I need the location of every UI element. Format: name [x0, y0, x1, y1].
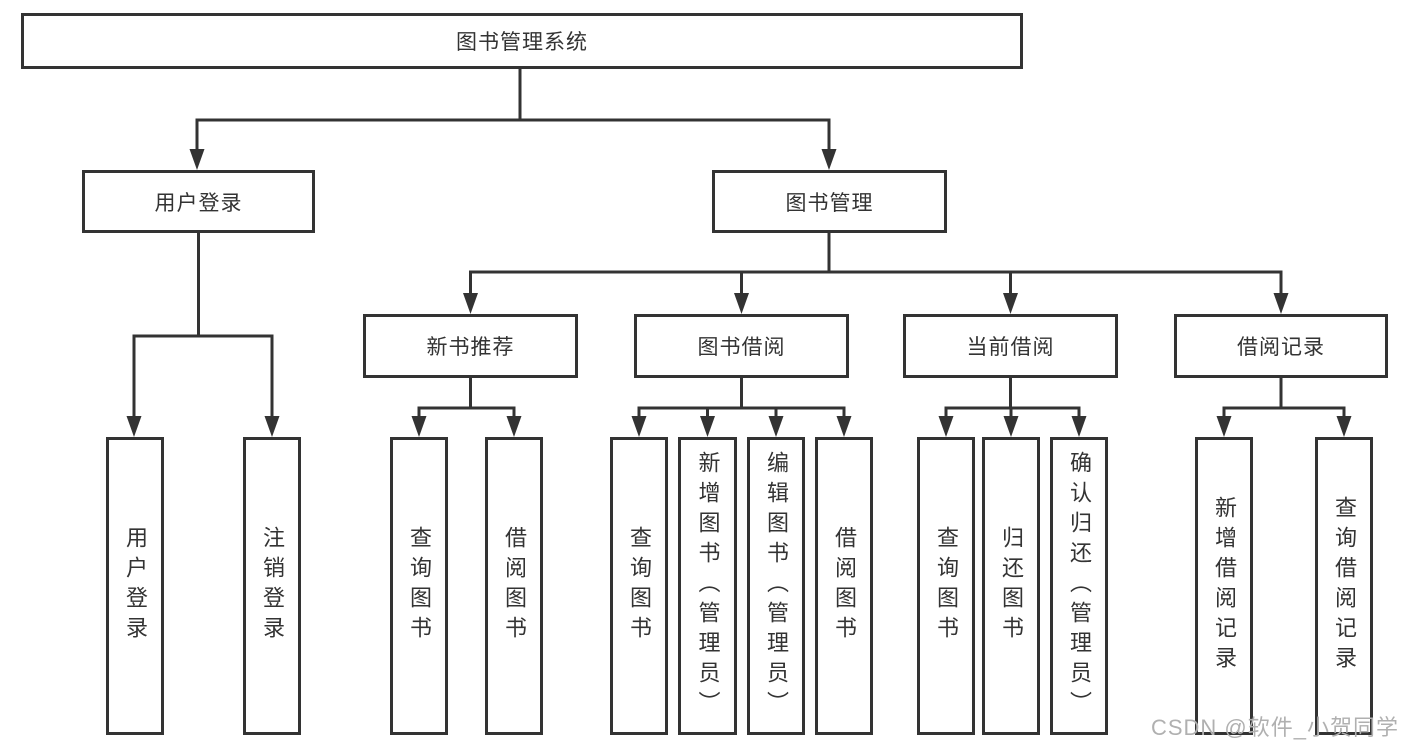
tree-edges [132, 67, 1346, 421]
node-leaf-return-books: 归还图书 [982, 437, 1040, 735]
node-leaf-edit-books-admin: 编辑图书（管理员） [747, 437, 805, 735]
node-borrow-records: 借阅记录 [1174, 314, 1388, 378]
node-current-borrowing: 当前借阅 [903, 314, 1118, 378]
node-leaf-add-borrow-record: 新增借阅记录 [1195, 437, 1253, 735]
csdn-watermark: CSDN @软件_小贺同学 [1150, 715, 1399, 740]
node-user-login: 用户登录 [82, 170, 315, 233]
node-new-book-recommend: 新书推荐 [363, 314, 578, 378]
node-leaf-recommend-borrow-books: 借阅图书 [485, 437, 543, 735]
node-book-management: 图书管理 [712, 170, 947, 233]
node-leaf-current-query-books: 查询图书 [917, 437, 975, 735]
node-library-system: 图书管理系统 [21, 13, 1023, 69]
node-leaf-borrowing-query-books: 查询图书 [610, 437, 668, 735]
node-leaf-add-books-admin: 新增图书（管理员） [678, 437, 737, 735]
node-book-borrowing: 图书借阅 [634, 314, 849, 378]
node-leaf-recommend-query-books: 查询图书 [390, 437, 448, 735]
node-leaf-logout: 注销登录 [243, 437, 301, 735]
node-leaf-confirm-return-admin: 确认归还（管理员） [1050, 437, 1108, 735]
node-leaf-query-borrow-record: 查询借阅记录 [1315, 437, 1373, 735]
node-leaf-user-login: 用户登录 [106, 437, 164, 735]
node-leaf-borrowing-borrow-books: 借阅图书 [815, 437, 873, 735]
